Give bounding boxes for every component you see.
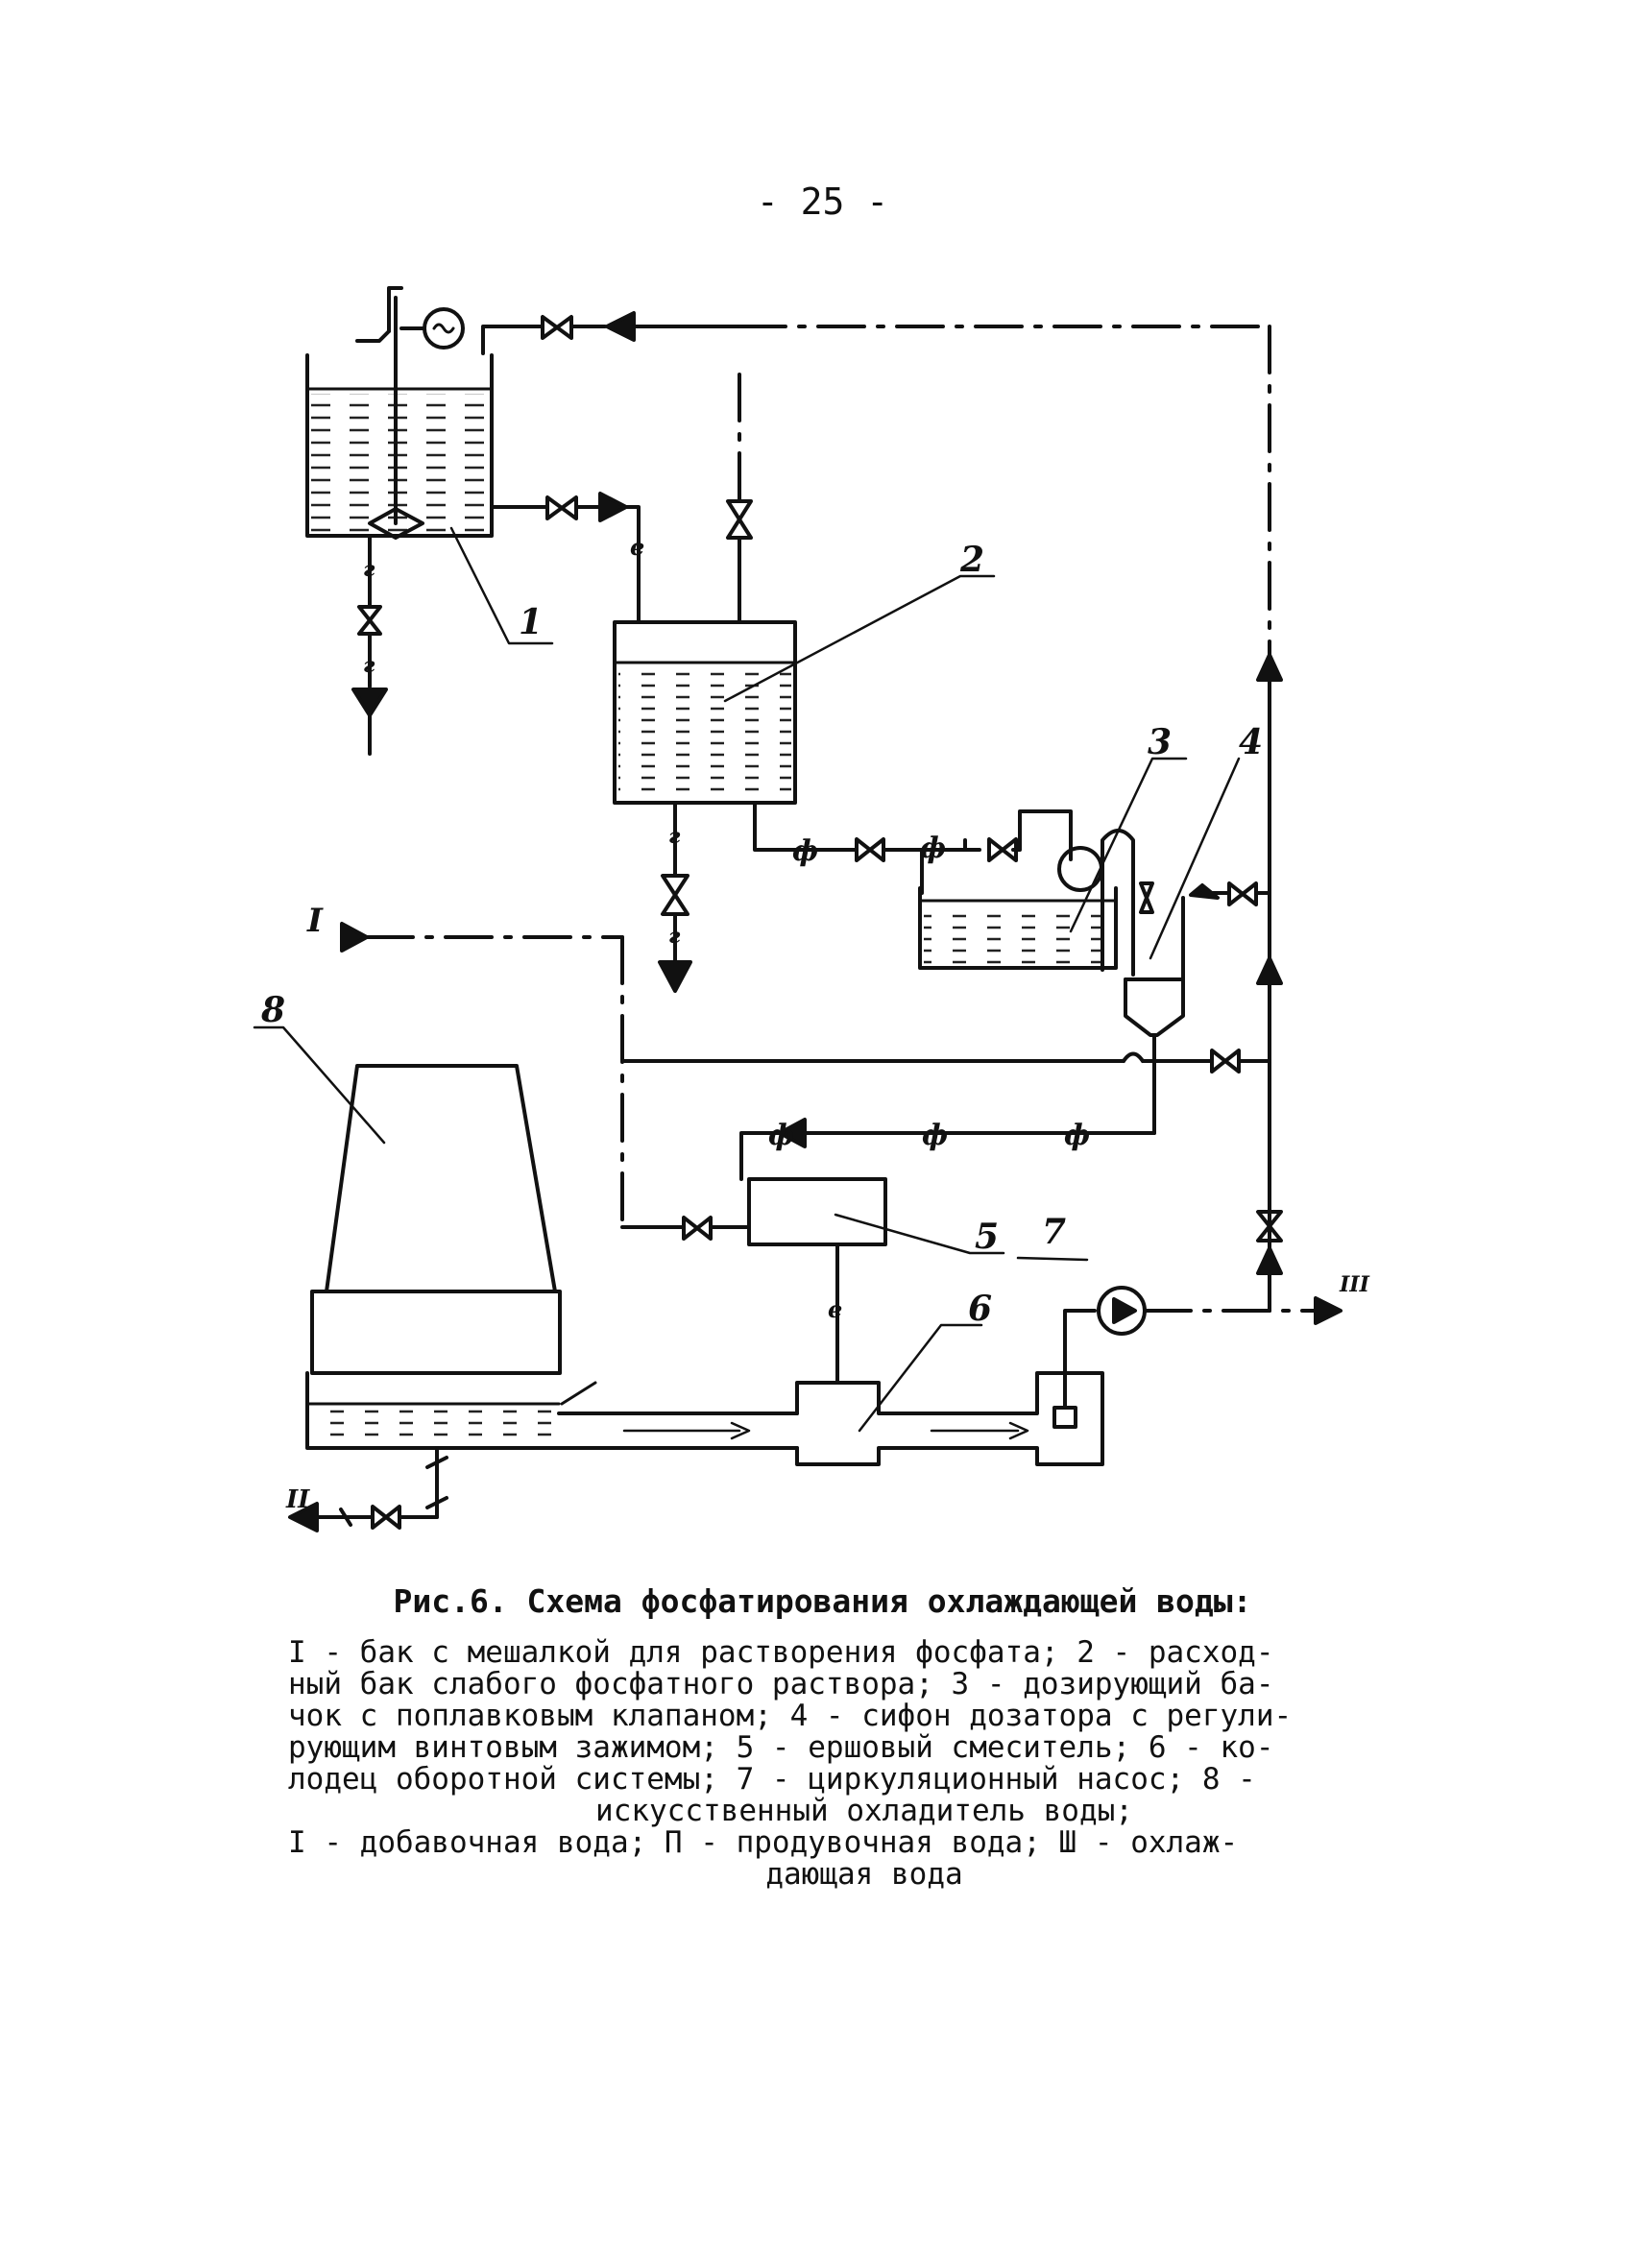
supply-branch-to-tank2 — [726, 373, 753, 624]
blowdown-line — [288, 1446, 448, 1532]
caption-line: искусственный охладитель воды; — [595, 1794, 1133, 1828]
label-blowdown-II: II — [285, 1485, 310, 1514]
caption-line: чок с поплавковым клапаном; 4 - сифон до… — [288, 1699, 1293, 1733]
caption-line: рующим винтовым зажимом; 5 - ершовый сме… — [288, 1730, 1274, 1765]
label-8: 8 — [260, 990, 285, 1030]
component-labels: 1 2 3 4 5 6 7 8 I II III — [260, 540, 1370, 1514]
sludge-mark: г — [363, 653, 375, 678]
phosphate-mark: ф — [920, 832, 946, 865]
label-5: 5 — [975, 1217, 999, 1257]
label-makeup-water-I: I — [306, 902, 324, 940]
tank-1-water-inlet — [481, 311, 1271, 1313]
cooling-tower-8 — [305, 1064, 799, 1450]
tank-1-drain — [351, 534, 388, 756]
pressure-mark: е — [630, 533, 644, 561]
label-3: 3 — [1148, 722, 1172, 762]
caption-line: дающая вода — [765, 1857, 963, 1892]
phosphate-mark: ф — [1064, 1119, 1090, 1152]
makeup-water-line — [340, 922, 1271, 1241]
tank-2-drain — [658, 801, 692, 993]
sludge-mark: г — [363, 557, 375, 582]
cooling-water-riser — [1256, 653, 1283, 1313]
line-siphon-to-mixer — [739, 1118, 1156, 1181]
circulation-pump-7 — [1097, 1286, 1343, 1336]
phosphate-mark: ф — [768, 1119, 794, 1152]
label-2: 2 — [959, 540, 984, 580]
page-number: - 25 - — [756, 181, 889, 223]
phosphate-mark: ф — [792, 834, 818, 868]
sludge-mark: г — [668, 924, 681, 949]
line-tank1-to-tank2 — [490, 492, 641, 624]
sludge-mark: г — [668, 824, 681, 849]
label-4: 4 — [1239, 722, 1263, 762]
label-cooling-water-III: III — [1339, 1272, 1370, 1297]
pressure-mark: е — [828, 1295, 842, 1323]
label-7: 7 — [1042, 1212, 1066, 1252]
label-6: 6 — [968, 1289, 992, 1329]
phosphate-mark: ф — [922, 1119, 948, 1152]
leader-lines — [253, 526, 1241, 1433]
caption-line: I - добавочная вода; П - продувочная вод… — [288, 1825, 1239, 1860]
tank-2-service — [613, 620, 797, 805]
figure-caption-body: I - бак с мешалкой для растворения фосфа… — [288, 1637, 1440, 1891]
caption-line: I - бак с мешалкой для растворения фосфа… — [288, 1635, 1274, 1670]
label-1: 1 — [519, 602, 543, 642]
caption-line: лодец оборотной системы; 7 - циркуляцион… — [288, 1762, 1256, 1797]
well-6 — [795, 1309, 1104, 1466]
dosing-tank-3 — [918, 846, 1118, 970]
figure-caption-title: Рис.6. Схема фосфатирования охлаждающей … — [393, 1582, 1252, 1620]
tank-1-dissolving — [305, 286, 494, 540]
line-tank2-to-doser — [753, 801, 1073, 895]
caption-line: ный бак слабого фосфатного раствора; 3 -… — [288, 1667, 1274, 1701]
mixer-5 — [747, 1177, 887, 1385]
pipe-marks: ф ф ф ф ф е е г г г г — [363, 533, 1090, 1323]
